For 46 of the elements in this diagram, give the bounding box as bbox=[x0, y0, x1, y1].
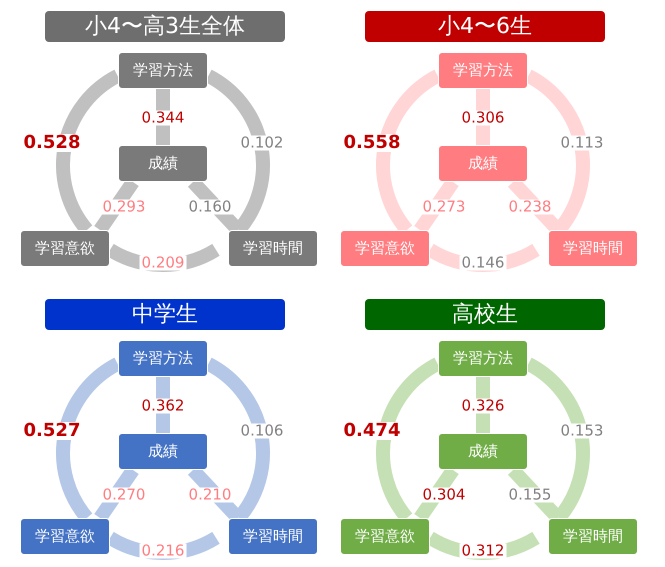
edge-label: 0.293 bbox=[100, 200, 148, 214]
edge-label: 0.306 bbox=[460, 110, 506, 126]
edge-label: 0.146 bbox=[460, 256, 506, 270]
factor-box: 学習意欲 bbox=[20, 230, 110, 267]
factor-box: 学習時間 bbox=[548, 230, 638, 267]
edge-label: 0.528 bbox=[22, 134, 82, 152]
edge-label: 0.113 bbox=[558, 136, 606, 150]
factor-box: 学習方法 bbox=[118, 340, 208, 377]
edge-label: 0.210 bbox=[186, 488, 234, 502]
factor-box: 学習方法 bbox=[438, 340, 528, 377]
edge-label: 0.558 bbox=[342, 134, 402, 152]
connector bbox=[476, 377, 490, 433]
edge-label: 0.304 bbox=[420, 488, 468, 502]
title-banner: 中学生 bbox=[45, 299, 285, 330]
factor-box: 学習方法 bbox=[438, 52, 528, 89]
edge-label: 0.238 bbox=[506, 200, 554, 214]
connector bbox=[156, 377, 170, 433]
factor-box: 成績 bbox=[438, 433, 528, 470]
edge-label: 0.273 bbox=[420, 200, 468, 214]
edge-label: 0.270 bbox=[100, 488, 148, 502]
connector bbox=[476, 89, 490, 145]
edge-label: 0.209 bbox=[140, 256, 186, 270]
factor-box: 学習時間 bbox=[228, 518, 318, 555]
edge-label: 0.474 bbox=[342, 422, 402, 440]
edge-label: 0.344 bbox=[140, 110, 186, 126]
edge-label: 0.106 bbox=[238, 424, 286, 438]
factor-box: 学習時間 bbox=[228, 230, 318, 267]
factor-box: 成績 bbox=[118, 145, 208, 182]
connector bbox=[156, 89, 170, 145]
edge-label: 0.160 bbox=[186, 200, 234, 214]
factor-box: 学習意欲 bbox=[340, 230, 430, 267]
factor-box: 成績 bbox=[118, 433, 208, 470]
title-banner: 高校生 bbox=[365, 299, 605, 330]
title-banner: 小4〜高3生全体 bbox=[45, 11, 285, 42]
factor-box: 学習意欲 bbox=[20, 518, 110, 555]
edge-label: 0.326 bbox=[460, 398, 506, 414]
title-banner: 小4〜6生 bbox=[365, 11, 605, 42]
factor-box: 成績 bbox=[438, 145, 528, 182]
factor-box: 学習時間 bbox=[548, 518, 638, 555]
factor-box: 学習意欲 bbox=[340, 518, 430, 555]
edge-label: 0.527 bbox=[22, 422, 82, 440]
edge-label: 0.153 bbox=[558, 424, 606, 438]
edge-label: 0.155 bbox=[506, 488, 554, 502]
edge-label: 0.216 bbox=[140, 544, 186, 558]
edge-label: 0.312 bbox=[460, 544, 506, 558]
factor-box: 学習方法 bbox=[118, 52, 208, 89]
